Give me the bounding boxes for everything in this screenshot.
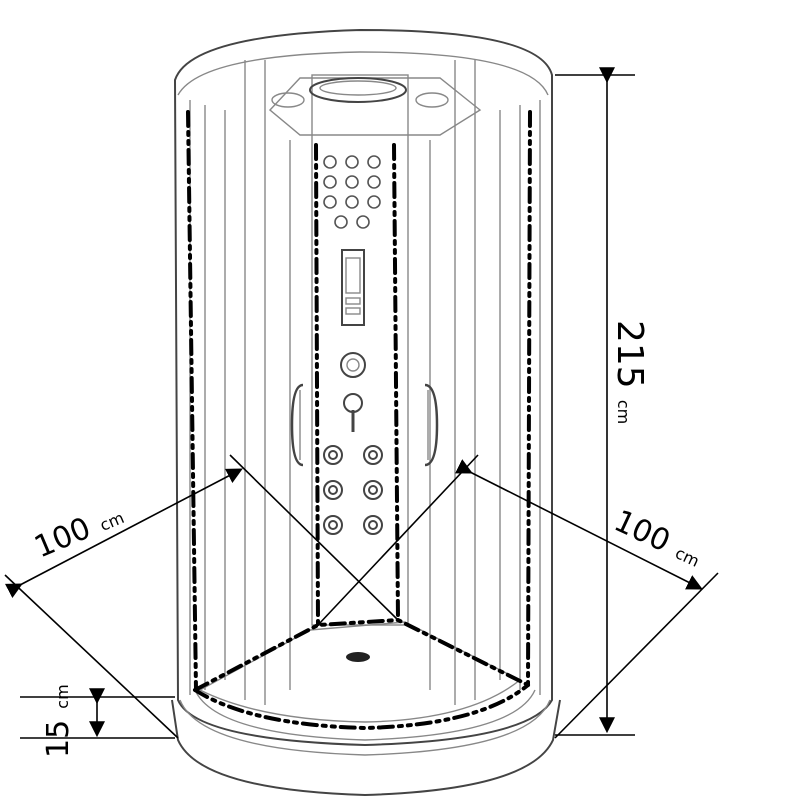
diagonal-lines — [229, 454, 479, 626]
mixer-knob-icon — [340, 352, 366, 432]
door-handle-icon — [290, 383, 439, 467]
dimension-width-right-label: 100 cm — [609, 504, 708, 575]
dimension-width-left-label: 100 cm — [29, 497, 128, 565]
rain-shower-head-icon — [271, 77, 449, 108]
body-jet-icon — [323, 445, 383, 535]
control-panel-icon — [341, 249, 365, 326]
drain-icon — [346, 652, 370, 662]
top-nozzles — [323, 155, 381, 229]
dimension-height: 215 cm — [555, 67, 650, 736]
dimension-tray-height-label: 15 cm — [41, 684, 76, 758]
dimension-height-label: 215 cm — [609, 320, 650, 424]
dimension-tray-height: 15 cm — [20, 684, 175, 758]
footprint-dashed-outline — [186, 110, 532, 731]
shower-cabin-outline — [171, 28, 561, 797]
tray-basin — [198, 621, 522, 723]
